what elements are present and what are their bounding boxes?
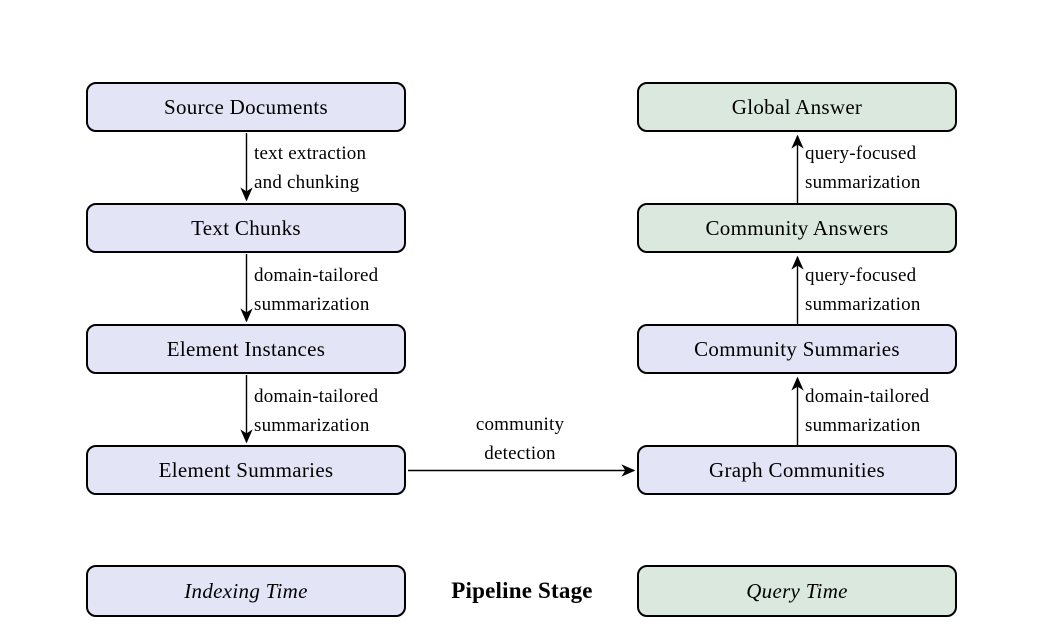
edge-label-community-detection: community detection: [475, 414, 565, 464]
legend-indexing-time: Indexing Time: [86, 565, 406, 617]
node-text-chunks: Text Chunks: [86, 203, 406, 253]
node-label: Text Chunks: [191, 215, 301, 240]
node-label: Community Answers: [705, 215, 889, 240]
legend-pipeline-stage-label: Pipeline Stage: [451, 578, 593, 603]
edge-label-text-extraction-and-chunking: text extraction and chunking: [254, 143, 367, 193]
node-label: Element Summaries: [158, 457, 334, 482]
node-community-answers: Community Answers: [637, 203, 957, 253]
node-element-summaries: Element Summaries: [86, 445, 406, 495]
edge-label-domain-tailored-summarization-2: domain-tailored summarization: [254, 386, 379, 436]
edge-label-query-focused-summarization-1: query-focused summarization: [805, 265, 921, 315]
node-graph-communities: Graph Communities: [637, 445, 957, 495]
node-community-summaries: Community Summaries: [637, 324, 957, 374]
node-label: Source Documents: [163, 94, 328, 119]
legend-query-time: Query Time: [637, 565, 957, 617]
edge-label-domain-tailored-summarization-3: domain-tailored summarization: [805, 386, 930, 436]
node-source-documents: Source Documents: [86, 82, 406, 132]
edge-label-query-focused-summarization-2: query-focused summarization: [805, 143, 921, 193]
legend-indexing-time-label: Indexing Time: [184, 578, 308, 603]
node-label: Global Answer: [731, 94, 863, 119]
node-label: Graph Communities: [708, 457, 885, 482]
node-label: Element Instances: [166, 336, 326, 361]
node-element-instances: Element Instances: [86, 324, 406, 374]
edge-label-domain-tailored-summarization-1: domain-tailored summarization: [254, 265, 379, 315]
node-global-answer: Global Answer: [637, 82, 957, 132]
legend-query-time-label: Query Time: [746, 578, 848, 603]
node-label: Community Summaries: [694, 336, 900, 361]
